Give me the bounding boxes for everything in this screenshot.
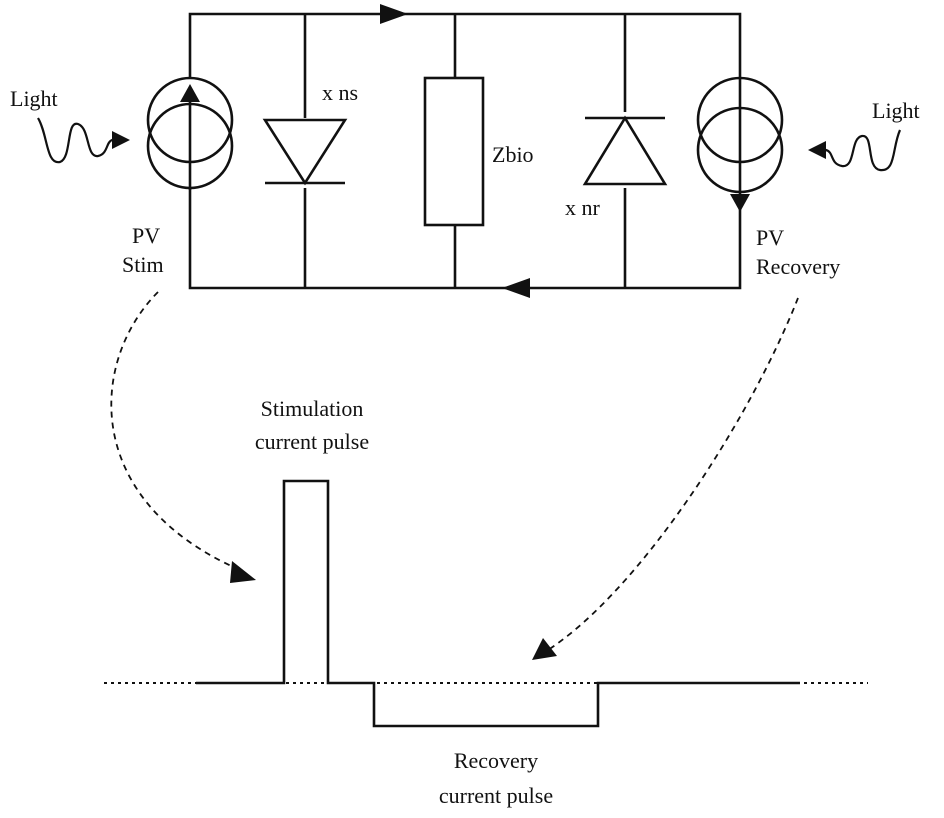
light-wave-left-icon [37,117,130,164]
zbio-label: Zbio [492,142,534,167]
stim-diode [262,118,348,188]
pulse-waveform [196,479,800,728]
dashed-arrow-recovery [547,297,799,651]
recovery-diode-triangle [582,115,668,186]
stim-pulse-label-line2: current pulse [255,429,369,454]
recovery-pulse-label-line1: Recovery [454,748,538,773]
pv-stim-source [145,76,235,190]
outer-loop-wire [188,12,742,290]
stim-diode-triangle [262,118,348,186]
pv-recovery-source [695,76,785,212]
dashed-arrow-stim-head-icon [230,561,256,583]
current-arrow-bottom-left [502,278,530,298]
light-wave-right-icon [808,129,902,172]
stim-diode-label: x ns [322,80,358,105]
dashed-arrow-stim [110,291,241,571]
pv-recovery-arrow-down-icon [730,194,750,212]
recovery-pulse-label-line2: current pulse [439,783,553,808]
pv-stim-label-line2: Stim [122,252,164,277]
pv-recovery-label-line1: PV [756,225,784,250]
pv-stim-label-line1: PV [132,223,160,248]
light-left-label: Light [10,86,58,111]
recovery-diode [580,112,670,188]
pv-stim-arrow-up-icon [180,84,200,102]
light-right-label: Light [872,98,920,123]
stim-pulse-label-line1: Stimulation [261,396,364,421]
dashed-arrow-recovery-head-icon [532,638,557,660]
zbio-impedance-box [423,76,485,227]
current-arrow-top-right [380,4,408,24]
pv-recovery-label-line2: Recovery [756,254,840,279]
recovery-diode-label: x nr [565,195,601,220]
